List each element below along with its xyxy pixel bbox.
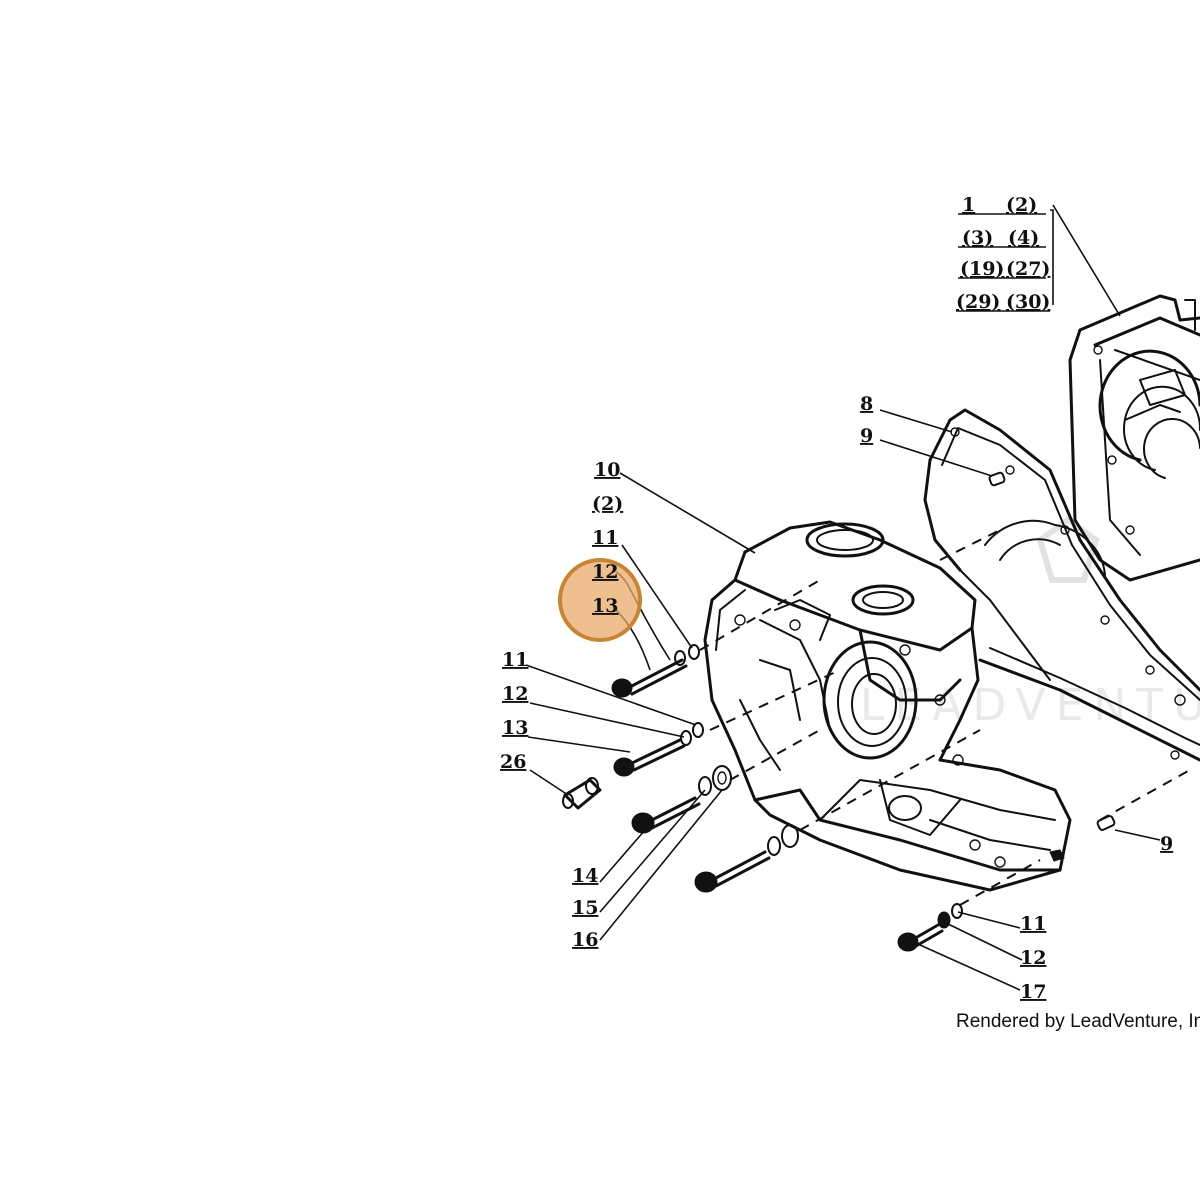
callout-12-bottom[interactable]: 12 bbox=[1020, 947, 1046, 969]
callout-8[interactable]: 8 bbox=[860, 393, 873, 415]
callout-12-middle[interactable]: 12 bbox=[502, 683, 528, 705]
callout-1[interactable]: 1 bbox=[962, 194, 975, 216]
callout-29[interactable]: (29) bbox=[956, 291, 1000, 313]
callout-2-front[interactable]: (2) bbox=[592, 493, 623, 515]
callout-11-middle[interactable]: 11 bbox=[502, 649, 528, 671]
callout-4[interactable]: (4) bbox=[1008, 227, 1039, 249]
dowel-pin-lower bbox=[1096, 815, 1116, 831]
render-credit: Rendered by LeadVenture, Inc bbox=[956, 1011, 1200, 1032]
callout-30[interactable]: (30) bbox=[1006, 291, 1050, 313]
assembly-centerlines bbox=[699, 529, 1191, 906]
front-housing bbox=[703, 520, 1072, 892]
highlight-circle[interactable] bbox=[558, 558, 642, 642]
callout-16[interactable]: 16 bbox=[572, 929, 598, 951]
callout-15[interactable]: 15 bbox=[572, 897, 598, 919]
callout-13-top[interactable]: 13 bbox=[592, 595, 618, 617]
callout-27[interactable]: (27) bbox=[1006, 258, 1050, 280]
callout-9-top[interactable]: 9 bbox=[860, 425, 873, 447]
callout-11-top[interactable]: 11 bbox=[592, 527, 618, 549]
callout-labels: 1 (2) (3) (4) (19) (27) (29) (30) 8 9 10… bbox=[500, 194, 1173, 1003]
callout-2[interactable]: (2) bbox=[1006, 194, 1037, 216]
callout-14[interactable]: 14 bbox=[572, 865, 598, 887]
callout-17[interactable]: 17 bbox=[1020, 981, 1046, 1003]
callout-19[interactable]: (19) bbox=[960, 258, 1004, 280]
plug-26 bbox=[562, 777, 602, 810]
gasket bbox=[923, 408, 1200, 762]
bolt-middle bbox=[613, 722, 704, 777]
callout-3[interactable]: (3) bbox=[962, 227, 993, 249]
bolt-14 bbox=[631, 765, 732, 834]
bolt-upper bbox=[611, 644, 700, 698]
callout-12-top[interactable]: 12 bbox=[592, 561, 618, 583]
callout-11-bottom[interactable]: 11 bbox=[1020, 913, 1046, 935]
highlight-marker[interactable] bbox=[558, 558, 642, 642]
bolt-17 bbox=[897, 903, 963, 952]
callout-10[interactable]: 10 bbox=[594, 459, 620, 481]
callout-13-middle[interactable]: 13 bbox=[502, 717, 528, 739]
callout-26[interactable]: 26 bbox=[500, 751, 526, 773]
fasteners bbox=[562, 644, 1116, 952]
callout-9-bottom[interactable]: 9 bbox=[1160, 833, 1173, 855]
bolt-lower bbox=[694, 824, 799, 893]
